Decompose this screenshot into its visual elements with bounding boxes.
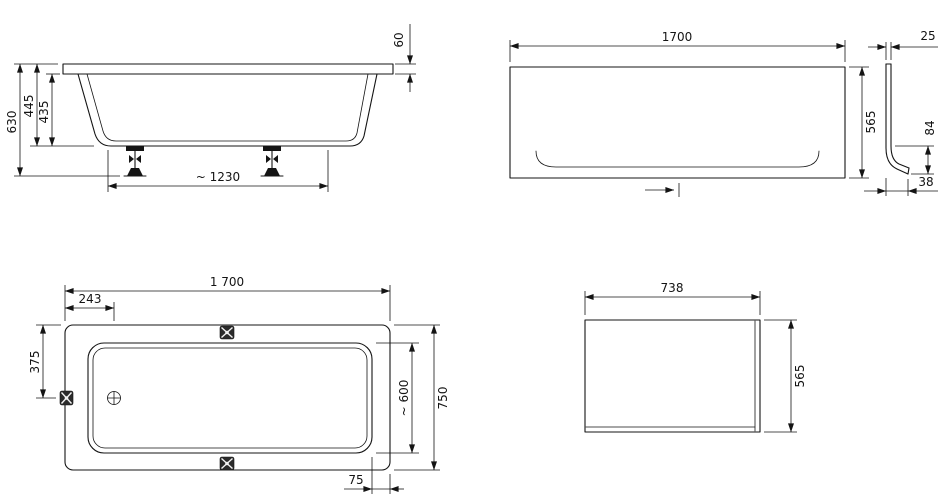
dim-centerline-375: 375 (28, 324, 61, 399)
mounting-bracket-left (59, 390, 74, 406)
dim-label-243: 243 (79, 292, 102, 306)
foot-base (127, 168, 143, 176)
dim-drain-offset-243: 243 (64, 292, 115, 321)
bracket-center (64, 396, 69, 400)
tub-rim-outline (62, 63, 394, 75)
dim-label-1-700: 1 700 (210, 275, 244, 289)
dim-label-630: 630 (5, 111, 19, 134)
end-panel-outline (584, 319, 761, 433)
tub-shell-inner (86, 73, 369, 142)
dim-inner-width-600: ~ 600 (376, 342, 419, 454)
profile-bottom-cap (907, 167, 910, 175)
foot-nut (136, 155, 141, 163)
dim-height-to-rim-445: 445 (22, 63, 94, 147)
dim-label-375: 375 (28, 351, 42, 374)
adjustable-foot-left (123, 146, 147, 177)
front-panel-outline (509, 66, 846, 179)
end-panel-view: 738 565 (584, 281, 807, 433)
panel-profile-view: 25 84 38 (864, 29, 938, 196)
dim-label-1700: 1700 (662, 30, 693, 44)
profile-outer-line (885, 63, 909, 175)
dim-label-60: 60 (392, 32, 406, 47)
foot-bracket (263, 146, 281, 151)
dim-label-25: 25 (920, 29, 935, 43)
foot-nut (129, 155, 134, 163)
bracket-center (225, 461, 229, 466)
foot-nut (266, 155, 271, 163)
dim-label-738: 738 (661, 281, 684, 295)
mounting-bracket-bottom (219, 456, 235, 471)
tub-shell-outer (77, 73, 378, 147)
dim-label-565: 565 (864, 111, 878, 134)
dim-panel-thickness-25: 25 (868, 29, 938, 60)
dim-end-panel-height-565: 565 (764, 319, 807, 433)
foot-base (264, 168, 280, 176)
foot-bracket (126, 146, 144, 151)
dim-label-435: 435 (37, 101, 51, 124)
drain-symbol (107, 391, 121, 405)
foot-nut (273, 155, 278, 163)
plan-view: 1 700 243 375 750 ~ 600 (28, 275, 450, 494)
dim-label-75: 75 (348, 473, 363, 487)
dim-feet-spacing-1230: ~ 1230 (107, 150, 329, 192)
dim-end-panel-width-738: 738 (584, 281, 761, 315)
dim-foot-height-84: 84 (895, 120, 937, 175)
front-panel-view: 1700 565 (509, 30, 878, 197)
dim-plan-length-1700: 1 700 (64, 275, 391, 321)
dim-label-750: 750 (436, 387, 450, 410)
dim-plan-width-750: 750 (394, 324, 450, 471)
side-elevation-view: 630 445 435 60 ~ 1230 (5, 24, 416, 192)
dim-foot-depth-38: 38 (864, 175, 938, 196)
dim-edge-offset-75: 75 (344, 457, 404, 494)
profile-inner-line (890, 63, 910, 169)
bracket-center (225, 330, 229, 335)
dim-label-1230: ~ 1230 (196, 170, 240, 184)
dim-label-38: 38 (918, 175, 933, 189)
dim-label-445: 445 (22, 95, 36, 118)
basin-outer-edge (87, 342, 373, 454)
dim-rim-60: 60 (392, 24, 416, 92)
basin-inner-edge (92, 347, 368, 449)
adjustable-foot-right (260, 146, 284, 177)
dim-label-600: ~ 600 (397, 380, 411, 417)
dim-label-565-end: 565 (793, 365, 807, 388)
dim-panel-height-565: 565 (849, 66, 878, 179)
mounting-bracket-top (219, 325, 235, 340)
front-panel-recess (535, 150, 820, 168)
dim-label-84: 84 (923, 120, 937, 135)
dim-panel-length-1700: 1700 (509, 30, 846, 62)
dim-total-height-630: 630 (5, 63, 120, 177)
dim-shell-height-435: 435 (37, 73, 60, 147)
